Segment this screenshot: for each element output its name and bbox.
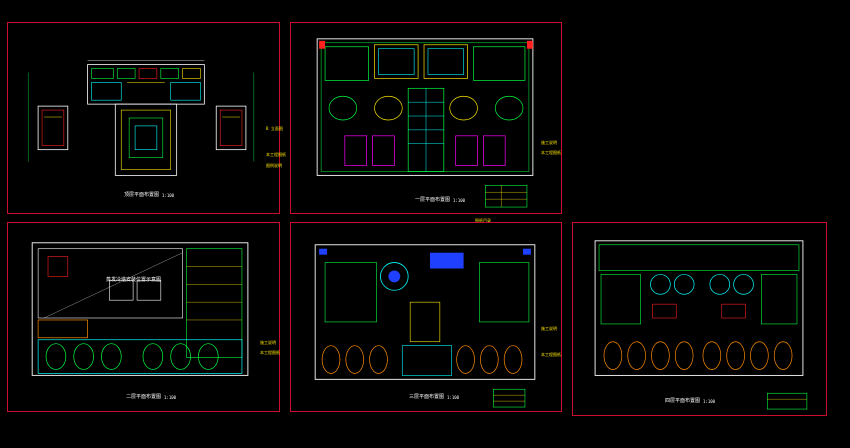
sheet-3-title: 二层平面布置图 bbox=[126, 394, 162, 400]
drawing-sheet-3[interactable]: 蒸发冷塔安装位置示意图 二层平面布置图 1:100 施工说明 本工程图纸 bbox=[7, 222, 280, 412]
drawing-sheet-1[interactable]: 顶层平面布置图 1:100 B 立面图 本工程图纸 图例说明 bbox=[7, 22, 286, 214]
sheet-1-scale: 1:100 bbox=[162, 193, 175, 198]
floor-plan-5 bbox=[594, 240, 808, 410]
sheet-3-plan-label: 蒸发冷塔安装位置示意图 bbox=[106, 277, 162, 283]
sheet-3-scale: 1:100 bbox=[164, 395, 177, 400]
sheet-1-side-label-1: B 立面图 bbox=[266, 126, 283, 131]
sheet-4-side-label-1: 施工说明 bbox=[541, 326, 557, 331]
sheet-2-title: 一层平面布置图 bbox=[415, 197, 451, 203]
sheet-3-side-label-2: 本工程图纸 bbox=[260, 350, 280, 355]
sheet-5-title: 四层平面布置图 bbox=[665, 398, 701, 404]
floor-plan-3 bbox=[31, 242, 249, 376]
drawing-sheet-4[interactable]: 三层平面布置图 1:100 施工说明 本工程图纸 bbox=[290, 222, 562, 412]
sheet-3-side-label-1: 施工说明 bbox=[260, 340, 276, 345]
sheet-2-scale: 1:100 bbox=[453, 198, 466, 203]
sheet-4-title: 三层平面布置图 bbox=[409, 394, 445, 400]
floor-plan-4 bbox=[314, 244, 536, 408]
sheet-1-side-label-3: 图例说明 bbox=[266, 163, 282, 168]
sheet-1-title: 顶层平面布置图 bbox=[124, 192, 160, 198]
drawing-sheet-5[interactable]: 四层平面布置图 1:100 bbox=[572, 222, 827, 416]
drawing-sheet-2[interactable]: 一层平面布置图 1:100 图纸目录 施工说明 本工程图纸 bbox=[290, 22, 562, 223]
floor-plan-2 bbox=[316, 38, 534, 208]
floor-plan-1 bbox=[28, 60, 255, 176]
sheet-4-scale: 1:100 bbox=[447, 395, 460, 400]
sheet-1-side-label-2: 本工程图纸 bbox=[266, 152, 286, 157]
sheet-2-side-label-2: 本工程图纸 bbox=[541, 150, 561, 155]
sheet-2-top-note: 图纸目录 bbox=[475, 218, 491, 223]
sheet-2-side-label-1: 施工说明 bbox=[541, 140, 557, 145]
sheet-5-scale: 1:100 bbox=[703, 399, 716, 404]
sheet-4-side-label-2: 本工程图纸 bbox=[541, 352, 561, 357]
